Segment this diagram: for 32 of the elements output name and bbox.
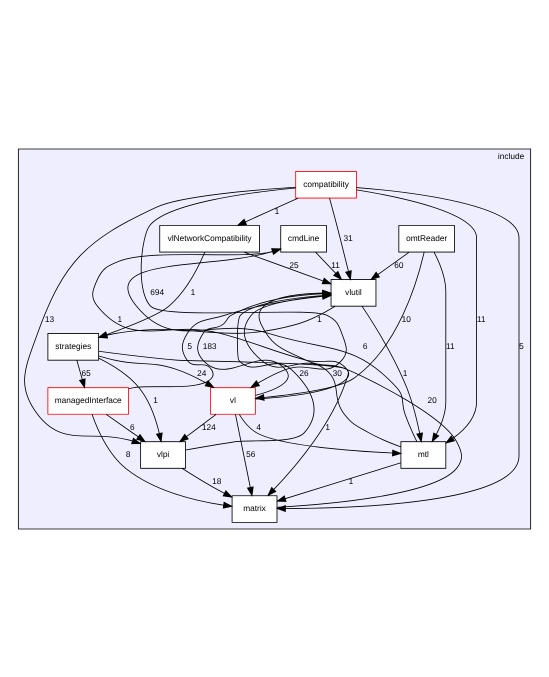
edge-label: 1 bbox=[153, 394, 158, 405]
edge-label: 183 bbox=[202, 340, 217, 350]
edge-label: 1 bbox=[317, 313, 322, 324]
edge-label: 1 bbox=[118, 313, 122, 324]
edge-label: 1 bbox=[190, 286, 196, 296]
edge-label: 60 bbox=[394, 259, 404, 270]
edge-label: 1 bbox=[274, 205, 280, 216]
edge-label: 13 bbox=[44, 313, 54, 324]
edge-label: 24 bbox=[197, 368, 206, 378]
edge-label: 6 bbox=[130, 422, 135, 432]
edge-label: 4 bbox=[256, 422, 262, 432]
edge-label: 18 bbox=[212, 476, 222, 486]
edge-label: 8 bbox=[126, 448, 130, 459]
edge-label: 6 bbox=[362, 340, 368, 350]
edge-label: 1 bbox=[402, 368, 408, 378]
edge-label: 1 bbox=[348, 476, 354, 486]
edge-label: 11 bbox=[331, 259, 340, 270]
edge-label: 26 bbox=[299, 368, 309, 378]
edge-label: 20 bbox=[427, 394, 437, 405]
edge-label: 5 bbox=[187, 340, 192, 350]
edge-label: 65 bbox=[82, 368, 91, 378]
edge-label: 11 bbox=[446, 340, 455, 350]
edge-label: 5 bbox=[519, 340, 524, 350]
edge-label: 1 bbox=[325, 422, 330, 432]
edge-label: 25 bbox=[289, 259, 299, 270]
edge-label: 10 bbox=[402, 313, 411, 324]
edge-label: 694 bbox=[150, 286, 164, 296]
edge-label: 56 bbox=[246, 448, 256, 459]
edge-label: 11 bbox=[476, 313, 486, 324]
edge-label: 31 bbox=[343, 232, 353, 242]
edge-label: 124 bbox=[202, 422, 216, 432]
edge-label: 30 bbox=[332, 368, 342, 378]
